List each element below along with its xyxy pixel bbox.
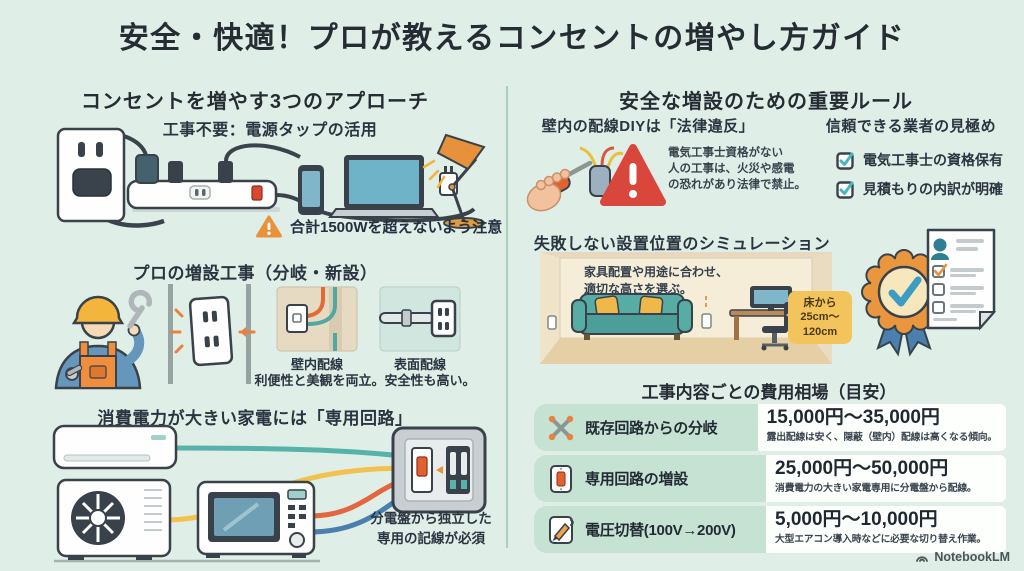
dedicated-circuit-section-title: 消費電力が大きい家電には「専用回路」 bbox=[97, 409, 413, 428]
diy-ban-title: 壁内の配線DIYは「法律違反」 bbox=[541, 118, 755, 135]
diy-danger-illustration bbox=[526, 144, 666, 212]
surface-wiring-label: 表面配線 bbox=[393, 357, 446, 372]
pricing-row-price: 5,000円〜10,000円 bbox=[775, 509, 938, 530]
monitor-icon bbox=[750, 286, 792, 311]
pricing-row-label: 電圧切替(100V→200V) bbox=[585, 522, 736, 539]
dedicated-circuit-caption: 分電盤から独立した 専用の記線が必須 bbox=[370, 511, 492, 546]
electrician-illustration bbox=[54, 289, 153, 390]
branch-wires-icon bbox=[548, 415, 574, 440]
power-strip-illustration bbox=[56, 127, 486, 229]
pro-work-caption: 利便性と美観を両立。安全性も高い。 bbox=[225, 370, 505, 389]
page-title: 安全・快適！プロが教えるコンセントの増やし方ガイド bbox=[118, 22, 906, 55]
pricing-row-note: 大型エアコン導入時などに必要な切り替え作業。 bbox=[775, 533, 987, 545]
brand-watermark: NotebookLM bbox=[915, 550, 1010, 564]
pro-work-caption-left: 利便性と美観を両立。 bbox=[254, 373, 385, 388]
danger-triangle-icon bbox=[600, 144, 666, 206]
wall-outlet-icon bbox=[547, 315, 557, 330]
pricing-row-branch: 既存回路からの分岐 15,000円〜35,000円 露出配線は安く、隠蔽（壁内）… bbox=[534, 404, 1006, 451]
pricing-row-price: 15,000円〜35,000円 bbox=[766, 407, 940, 428]
vendor-check-item-label: 見積もりの内訳が明確 bbox=[863, 181, 1003, 197]
room-note: 家具配置や用途に合わせ、 適切な高さを選ぶ。 bbox=[584, 265, 729, 297]
vendor-check-item: 電気工事士の資格保有 bbox=[836, 150, 1003, 170]
stripped-cable-icon bbox=[589, 165, 611, 197]
outlet-plate-icon bbox=[188, 295, 234, 367]
hand-icon bbox=[526, 168, 571, 212]
pricing-row-voltage: 電圧切替(100V→200V) 5,000円〜10,000円 大型エアコン導入時… bbox=[534, 506, 1006, 553]
hard-hat-icon bbox=[71, 295, 125, 325]
voltage-switch-icon bbox=[549, 515, 574, 544]
in-wall-wiring-label: 壁内配線 bbox=[290, 357, 343, 372]
vendor-check-title: 信頼できる業者の見極め bbox=[825, 118, 997, 135]
desk-lamp-icon bbox=[422, 133, 486, 229]
pricing-row-price: 25,000円〜50,000円 bbox=[775, 458, 949, 479]
pricing-row-label: 専用回路の増設 bbox=[585, 471, 688, 488]
simulation-section-title: 失敗しない設置位置のシミュレーション bbox=[533, 236, 831, 253]
surface-wiring-panel bbox=[379, 286, 461, 352]
person-icon bbox=[931, 238, 949, 260]
pricing-row-dedicated: 専用回路の増設 25,000円〜50,000円 消費電力の大きい家電専用に分電盤… bbox=[534, 455, 1006, 502]
diy-ban-body: 電気工事士資格がない 人の工事は、火災や感電 の恐れがあり法律で禁止。 bbox=[668, 147, 806, 192]
in-wall-wiring-panel bbox=[276, 286, 358, 352]
pricing-value-cell: 15,000円〜35,000円 露出配線は安く、隠蔽（壁内）配線は高くなる傾向。 bbox=[757, 404, 1006, 451]
pricing-label-cell: 専用回路の増設 bbox=[534, 455, 766, 502]
pricing-row-note: 露出配線は安く、隠蔽（壁内）配線は高くなる傾向。 bbox=[766, 431, 998, 443]
pricing-label-cell: 既存回路からの分岐 bbox=[534, 404, 758, 451]
pricing-title: 工事内容ごとの費用相場（目安） bbox=[641, 383, 897, 402]
column-divider bbox=[506, 86, 508, 548]
microwave-icon bbox=[196, 480, 316, 558]
vendor-check-item: 見積もりの内訳が明確 bbox=[836, 179, 1003, 199]
warning-triangle-icon bbox=[256, 215, 282, 238]
pricing-value-cell: 5,000円〜10,000円 大型エアコン導入時などに必要な切り替え作業。 bbox=[766, 506, 1006, 553]
dedicated-circuit-illustration bbox=[52, 424, 487, 563]
checklist-document-icon bbox=[926, 228, 997, 331]
dedicated-outlet-icon bbox=[550, 464, 572, 493]
breaker-panel-icon bbox=[391, 426, 487, 514]
power-tap-section-title: 工事不要：電源タップの活用 bbox=[162, 122, 378, 139]
pricing-row-note: 消費電力の大きい家電専用に分電盤から配線。 bbox=[775, 482, 977, 494]
pro-work-caption-right: 安全性も高い。 bbox=[384, 373, 476, 388]
wall-outlet-icon bbox=[701, 313, 712, 329]
air-conditioner-icon bbox=[52, 424, 178, 470]
pricing-label-cell: 電圧切替(100V→200V) bbox=[534, 506, 766, 553]
vendor-check-item-label: 電気工事士の資格保有 bbox=[863, 152, 1003, 168]
wattage-warning: 合計1500Wを超えないよう注意 bbox=[256, 215, 502, 238]
pricing-value-cell: 25,000円〜50,000円 消費電力の大きい家電専用に分電盤から配線。 bbox=[766, 455, 1006, 502]
checkbox-checked-icon bbox=[836, 151, 854, 170]
brand-name: NotebookLM bbox=[934, 550, 1010, 564]
ac-outdoor-unit-icon bbox=[56, 478, 172, 560]
pro-work-section-title: プロの増設工事（分岐・新設） bbox=[132, 264, 378, 283]
right-column-header: 安全な増設のための重要ルール bbox=[619, 91, 913, 113]
left-column-header: コンセントを増やす3つのアプローチ bbox=[80, 91, 430, 113]
new-outlet-closeup bbox=[168, 284, 256, 384]
checkbox-checked-icon bbox=[836, 180, 854, 199]
wattage-warning-text: 合計1500Wを超えないよう注意 bbox=[290, 219, 503, 236]
couch-icon bbox=[571, 293, 693, 340]
pricing-row-label: 既存回路からの分岐 bbox=[585, 420, 718, 437]
outlet-height-bubble: 床から 25cm〜 120cm bbox=[786, 291, 852, 344]
notebooklm-logo-icon bbox=[916, 556, 929, 562]
wrench-icon bbox=[127, 289, 153, 329]
